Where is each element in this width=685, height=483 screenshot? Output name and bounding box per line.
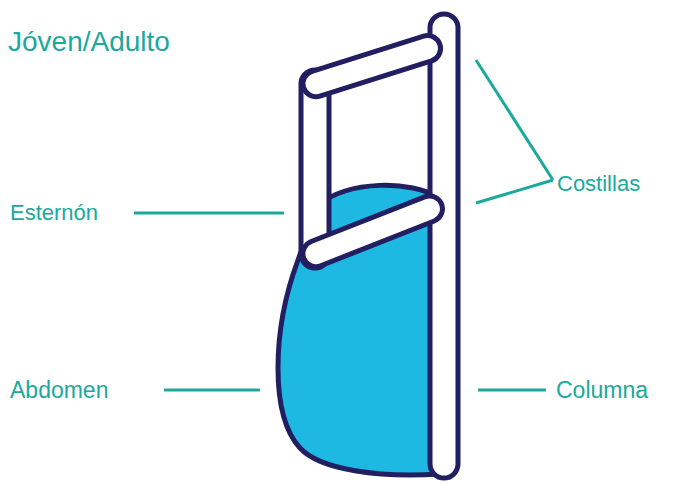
rib-bar (300, 32, 444, 100)
part-label: Costillas (557, 173, 640, 195)
spine-column (430, 14, 458, 478)
part-label: Esternón (10, 202, 98, 224)
part-label: Abdomen (10, 379, 108, 402)
rib-bar (299, 192, 446, 270)
leader-line (164, 389, 260, 392)
leader-line (476, 60, 553, 180)
part-label: Columna (556, 379, 648, 402)
lower-rib (299, 192, 446, 270)
upper-rib (300, 32, 444, 100)
leader-line (478, 389, 546, 392)
diagram-title: Jóven/Adulto (8, 28, 170, 56)
leader-line (476, 180, 553, 203)
leader-line (134, 212, 284, 215)
